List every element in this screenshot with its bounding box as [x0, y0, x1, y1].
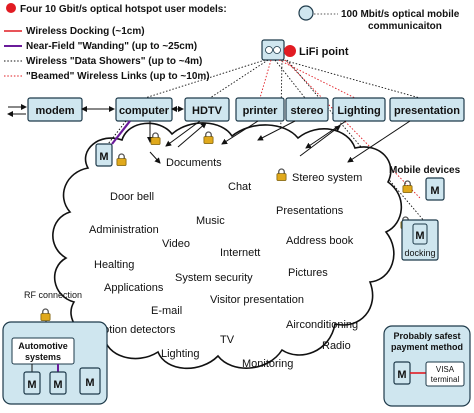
optical-label-line2: communicaiton: [368, 21, 442, 32]
cloud-word-address-book: Address book: [286, 235, 354, 247]
automotive-m1[interactable]: [23, 371, 41, 395]
red-dot-icon: [284, 45, 296, 57]
legend-item-showers: Wireless "Data Showers" (up to ~4m): [26, 56, 202, 67]
cloud-word-documents: Documents: [166, 157, 222, 169]
cloud-word-door-bell: Door bell: [110, 191, 154, 203]
lock-icon: [40, 308, 51, 321]
automotive-m3-label: M: [85, 377, 94, 389]
device-hdtv[interactable]: [184, 97, 230, 122]
device-stereo-label: stereo: [290, 105, 323, 117]
cloud-word-visitor-presentation: Visitor presentation: [210, 294, 304, 306]
visa-terminal[interactable]: [425, 361, 465, 387]
cloud-word-music: Music: [196, 215, 225, 227]
legend-title: Four 10 Gbit/s optical hotspot user mode…: [20, 4, 227, 15]
device-printer[interactable]: [235, 97, 285, 122]
automotive-m1-label: M: [27, 379, 36, 391]
automotive-m3[interactable]: [79, 367, 101, 395]
optical-label-line1: 100 Mbit/s optical mobile: [341, 9, 460, 20]
legend-item-wanding: Near-Field "Wanding" (up to ~25cm): [26, 41, 197, 52]
cloud-word-stereo-system: Stereo system: [292, 172, 362, 184]
cloud-word-chat: Chat: [228, 181, 251, 193]
device-printer-label: printer: [243, 105, 279, 117]
lifi-point: LiFi point: [261, 39, 349, 61]
device-presentation[interactable]: [389, 97, 465, 122]
cloud-word-pictures: Pictures: [288, 267, 328, 279]
services-cloud: Documents Chat Stereo system Door bell P…: [52, 122, 403, 370]
cloud-word-e-mail: E-mail: [151, 305, 182, 317]
visa-label-line1: VISA: [436, 365, 455, 374]
lifi-label: LiFi point: [299, 46, 349, 58]
optical-legend: 100 Mbit/s optical mobile communicaiton: [298, 5, 460, 32]
rf-connection-label: RF connection: [24, 290, 82, 300]
device-modem-label: modem: [35, 105, 74, 117]
legend-item-beamed: "Beamed" Wireless Links (up to ~10m): [26, 71, 210, 82]
cloud-word-tv: TV: [220, 334, 235, 346]
cloud-word-lighting: Lighting: [161, 348, 200, 360]
lock-icon: [402, 180, 413, 193]
legend-item-docking: Wireless Docking (~1cm): [26, 26, 145, 37]
cloud-word-internett: Internett: [220, 247, 260, 259]
payment-panel: Probably safest payment method M VISA te…: [383, 325, 471, 407]
device-presentation-label: presentation: [394, 105, 460, 117]
device-hdtv-label: HDTV: [192, 105, 223, 117]
device-stereo[interactable]: [285, 97, 329, 122]
automotive-m2[interactable]: [49, 371, 67, 395]
cloud-outline: [52, 122, 403, 370]
computer-m-label: M: [99, 151, 108, 163]
device-row: modem computer HDTV printer stereo Light…: [7, 97, 465, 122]
cyan-circle-icon: [298, 5, 314, 21]
lifi-beams: [144, 59, 426, 223]
cloud-word-airconditioning: Airconditioning: [286, 319, 358, 331]
payment-m-label: M: [397, 369, 406, 381]
automotive-systems-box[interactable]: [11, 337, 75, 365]
mobile-devices-label: Mobile devices: [389, 165, 461, 176]
device-lighting-label: Lighting: [337, 105, 380, 117]
cloud-word-motion-detectors: Motion detectors: [94, 324, 176, 336]
cloud-word-applications: Applications: [104, 282, 164, 294]
cloud-word-presentations: Presentations: [276, 205, 344, 217]
computer-m-device[interactable]: [95, 143, 113, 167]
device-lighting[interactable]: [332, 97, 386, 122]
payment-label-line2: payment method: [391, 342, 463, 352]
cloud-word-system-security: System security: [175, 272, 253, 284]
cloud-word-monitoring: Monitoring: [242, 358, 293, 370]
mobile-m-device[interactable]: [425, 177, 445, 201]
automotive-label-line1: Automotive: [18, 341, 68, 351]
mobile-m-label: M: [430, 185, 439, 197]
legend: Four 10 Gbit/s optical hotspot user mode…: [4, 3, 227, 82]
automotive-m2-label: M: [53, 379, 62, 391]
automotive-label-line2: systems: [25, 352, 61, 362]
device-computer-label: computer: [119, 105, 170, 117]
lifi-lamp-icon: [261, 39, 285, 61]
cloud-word-video: Video: [162, 238, 190, 250]
red-dot-icon: [6, 3, 16, 13]
rf-automotive: RF connection Automotive systems M M M: [2, 290, 108, 405]
cloud-word-healting: Healting: [94, 259, 134, 271]
docking-label: docking: [404, 248, 435, 258]
mobile-devices: Mobile devices M M docking: [389, 165, 461, 261]
device-to-cloud-links: [147, 120, 411, 164]
docked-m-label: M: [415, 230, 424, 242]
computer-mobile: M: [95, 120, 131, 167]
payment-label-line1: Probably safest: [393, 331, 460, 341]
visa-label-line2: terminal: [431, 375, 460, 384]
cloud-word-administration: Administration: [89, 224, 159, 236]
cloud-word-radio: Radio: [322, 340, 351, 352]
docked-m-device[interactable]: [412, 223, 428, 245]
